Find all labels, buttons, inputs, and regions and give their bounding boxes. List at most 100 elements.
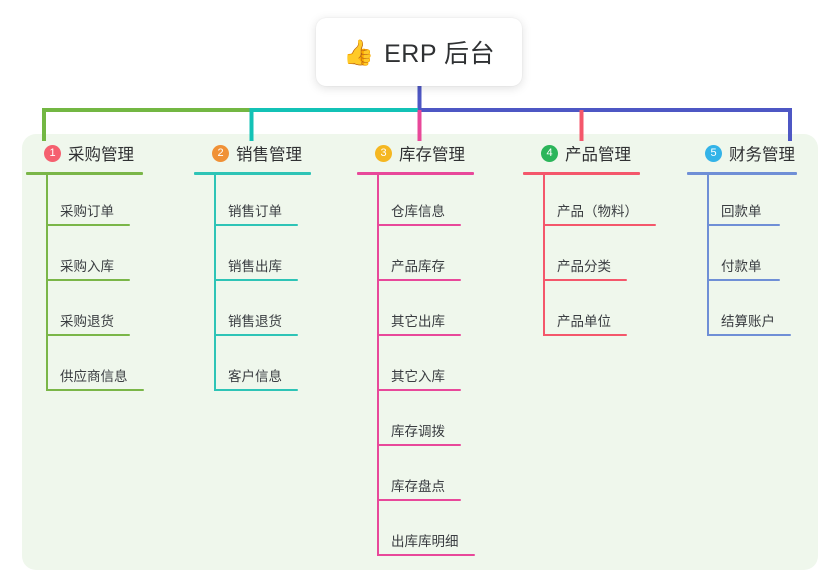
leaf-item[interactable]: 采购退货 [26, 285, 143, 340]
leaf-item[interactable]: 采购订单 [26, 175, 143, 230]
branch-underline [194, 172, 311, 175]
leaf-item[interactable]: 采购入库 [26, 230, 143, 285]
branch-label: 财务管理 [729, 146, 795, 164]
leaf-underline [214, 279, 298, 281]
leaf-underline [543, 334, 627, 336]
leaf-label: 产品分类 [557, 259, 611, 274]
leaf-item[interactable]: 其它出库 [357, 285, 474, 340]
leaf-label: 付款单 [721, 259, 762, 274]
branch-label: 产品管理 [565, 146, 631, 164]
branch-underline [523, 172, 640, 175]
leaf-item[interactable]: 其它入库 [357, 340, 474, 395]
branch-spine [707, 175, 709, 336]
leaf-label: 结算账户 [721, 314, 775, 329]
leaf-item[interactable]: 结算账户 [687, 285, 797, 340]
leaf-item[interactable]: 供应商信息 [26, 340, 144, 395]
branch-spine [214, 175, 216, 391]
branch-label: 采购管理 [68, 146, 134, 164]
branch-column-5: 5 财务管理回款单付款单结算账户 [687, 140, 797, 340]
branch-number-badge: 1 [44, 144, 61, 162]
leaf-underline [707, 224, 780, 226]
leaf-label: 采购入库 [60, 259, 114, 274]
leaf-item[interactable]: 客户信息 [194, 340, 311, 395]
branch-leaf-list: 销售订单销售出库销售退货客户信息 [194, 175, 311, 395]
leaf-item[interactable]: 产品分类 [523, 230, 640, 285]
leaf-underline [46, 389, 144, 391]
leaf-underline [377, 389, 461, 391]
branch-underline [687, 172, 797, 175]
leaf-item[interactable]: 出库库明细 [357, 505, 475, 560]
branch-spine [377, 175, 379, 556]
diagram-panel [22, 134, 818, 570]
leaf-label: 采购订单 [60, 204, 114, 219]
leaf-label: 仓库信息 [391, 204, 445, 219]
branch-header-4[interactable]: 4 产品管理 [523, 140, 640, 166]
branch-leaf-list: 产品（物料） 产品分类产品单位 [523, 175, 656, 340]
branch-header-5[interactable]: 5 财务管理 [687, 140, 797, 166]
leaf-underline [214, 224, 298, 226]
leaf-label: 销售退货 [228, 314, 282, 329]
branch-underline [26, 172, 143, 175]
leaf-underline [214, 389, 298, 391]
leaf-underline [377, 499, 461, 501]
leaf-label: 采购退货 [60, 314, 114, 329]
leaf-item[interactable]: 付款单 [687, 230, 797, 285]
branch-column-4: 4 产品管理产品（物料） 产品分类产品单位 [523, 140, 656, 340]
leaf-underline [46, 224, 130, 226]
leaf-label: 其它出库 [391, 314, 445, 329]
leaf-label: 产品单位 [557, 314, 611, 329]
leaf-item[interactable]: 产品库存 [357, 230, 474, 285]
branch-number-badge: 2 [212, 144, 229, 162]
leaf-underline [707, 334, 791, 336]
leaf-underline [46, 334, 130, 336]
leaf-label: 产品库存 [391, 259, 445, 274]
leaf-underline [543, 224, 656, 226]
leaf-item[interactable]: 产品单位 [523, 285, 640, 340]
leaf-underline [377, 334, 461, 336]
leaf-label: 供应商信息 [60, 369, 128, 384]
leaf-label: 库存盘点 [391, 479, 445, 494]
branch-leaf-list: 采购订单采购入库采购退货供应商信息 [26, 175, 144, 395]
leaf-label: 客户信息 [228, 369, 282, 384]
leaf-underline [214, 334, 298, 336]
leaf-label: 库存调拨 [391, 424, 445, 439]
branch-column-1: 1 采购管理采购订单采购入库采购退货供应商信息 [26, 140, 144, 395]
branch-header-2[interactable]: 2 销售管理 [194, 140, 311, 166]
branch-number-badge: 3 [375, 144, 392, 162]
branch-number-badge: 5 [705, 144, 722, 162]
branch-column-3: 3 库存管理仓库信息产品库存其它出库其它入库库存调拨库存盘点出库库明细 [357, 140, 475, 560]
leaf-underline [377, 279, 461, 281]
leaf-item[interactable]: 产品（物料） [523, 175, 656, 230]
leaf-item[interactable]: 销售订单 [194, 175, 311, 230]
leaf-item[interactable]: 回款单 [687, 175, 797, 230]
branch-column-2: 2 销售管理销售订单销售出库销售退货客户信息 [194, 140, 311, 395]
branch-header-1[interactable]: 1 采购管理 [26, 140, 143, 166]
leaf-label: 销售订单 [228, 204, 282, 219]
leaf-underline [707, 279, 780, 281]
branch-underline [357, 172, 474, 175]
leaf-item[interactable]: 库存盘点 [357, 450, 474, 505]
branch-leaf-list: 仓库信息产品库存其它出库其它入库库存调拨库存盘点出库库明细 [357, 175, 475, 560]
leaf-underline [377, 554, 475, 556]
leaf-item[interactable]: 库存调拨 [357, 395, 474, 450]
branch-spine [46, 175, 48, 391]
leaf-label: 回款单 [721, 204, 762, 219]
branch-leaf-list: 回款单付款单结算账户 [687, 175, 797, 340]
leaf-item[interactable]: 销售退货 [194, 285, 311, 340]
thumbs-up-icon: 👍 [342, 37, 375, 67]
root-node[interactable]: 👍 ERP 后台 [316, 18, 522, 86]
leaf-item[interactable]: 销售出库 [194, 230, 311, 285]
leaf-underline [377, 224, 461, 226]
leaf-label: 销售出库 [228, 259, 282, 274]
branch-label: 销售管理 [236, 146, 302, 164]
branch-header-3[interactable]: 3 库存管理 [357, 140, 474, 166]
leaf-item[interactable]: 仓库信息 [357, 175, 474, 230]
leaf-underline [377, 444, 461, 446]
branch-number-badge: 4 [541, 144, 558, 162]
leaf-underline [46, 279, 130, 281]
branch-label: 库存管理 [399, 146, 465, 164]
leaf-label: 产品（物料） [557, 204, 638, 219]
branch-spine [543, 175, 545, 336]
root-title: ERP 后台 [384, 40, 496, 68]
